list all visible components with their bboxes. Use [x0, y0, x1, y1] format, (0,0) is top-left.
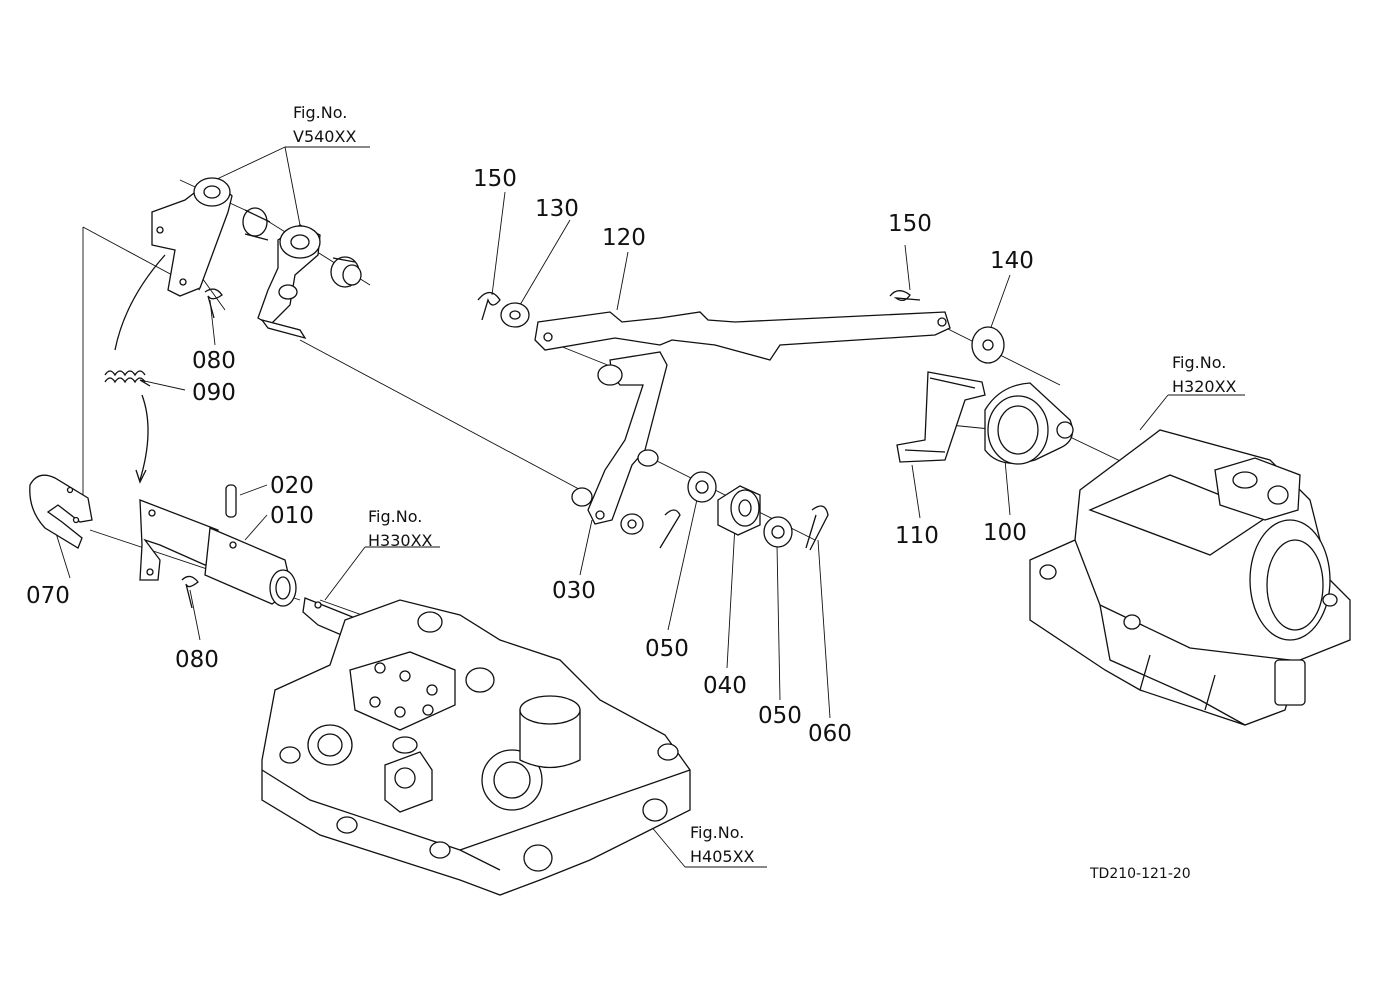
cotter-pin-080-upper [205, 289, 222, 318]
part-040-label: 040 [703, 673, 747, 699]
motion-arrows [115, 255, 165, 482]
part-110-label: 110 [895, 523, 939, 549]
fig-h405-code: H405XX [690, 847, 755, 866]
plate-110 [897, 372, 985, 462]
part-150b-label: 150 [888, 211, 932, 237]
clip-150-left [478, 293, 500, 321]
washer-050-b [764, 517, 792, 547]
part-130-label: 130 [535, 196, 579, 222]
figure-references: Fig.No. V540XX Fig.No. H330XX Fig.No. H3… [293, 103, 1237, 866]
bushing-040 [718, 486, 760, 535]
part-050a-label: 050 [645, 636, 689, 662]
fig-v540-code: V540XX [293, 127, 356, 146]
part-140-label: 140 [990, 248, 1034, 274]
washer-050-a [688, 472, 716, 502]
part-080a-label: 080 [192, 348, 236, 374]
upper-link-arm-2 [258, 225, 320, 338]
valve-body-h405 [262, 600, 690, 895]
rod-070 [30, 475, 92, 548]
housing-h320 [1030, 430, 1350, 725]
part-100-label: 100 [983, 520, 1027, 546]
cotter-small-left [660, 510, 680, 548]
washer-130 [501, 303, 529, 327]
spring-090 [105, 371, 150, 386]
fig-h320-label: Fig.No. [1172, 353, 1226, 372]
part-020-010-labels: 020 010 [270, 473, 314, 529]
washer-140 [972, 327, 1004, 363]
pin-020 [226, 485, 236, 517]
part-080b-label: 080 [175, 647, 219, 673]
part-070-label: 070 [26, 583, 70, 609]
part-090-label: 090 [192, 380, 236, 406]
clip-150-right [890, 291, 920, 301]
fig-h320-code: H320XX [1172, 377, 1237, 396]
washer-small-left [621, 514, 643, 534]
cotter-pin-080-lower [182, 576, 198, 608]
part-030-label: 030 [552, 578, 596, 604]
drawing-code: TD210-121-20 [1089, 866, 1191, 882]
part-010-main-label: 010 [270, 503, 314, 529]
fig-h330-code: H330XX [368, 531, 433, 550]
arm-120 [535, 312, 950, 360]
fig-h405-label: Fig.No. [690, 823, 744, 842]
part-120-label: 120 [602, 225, 646, 251]
part-020-label: 020 [270, 473, 314, 499]
cam-plate-100 [985, 383, 1073, 464]
fig-v540-label: Fig.No. [293, 103, 347, 122]
part-number-labels: 010 010 030 040 050 050 060 070 080 080 … [26, 166, 1034, 747]
part-050b-label: 050 [758, 703, 802, 729]
upper-link-arm [152, 178, 232, 296]
upper-bushing-1 [243, 208, 270, 240]
part-060-label: 060 [808, 721, 852, 747]
cotter-pin-060 [806, 506, 828, 550]
fig-h330-label: Fig.No. [368, 507, 422, 526]
part-150a-label: 150 [473, 166, 517, 192]
upper-bushing-2 [331, 257, 361, 287]
lever-010 [140, 500, 296, 606]
lever-030 [572, 352, 667, 524]
